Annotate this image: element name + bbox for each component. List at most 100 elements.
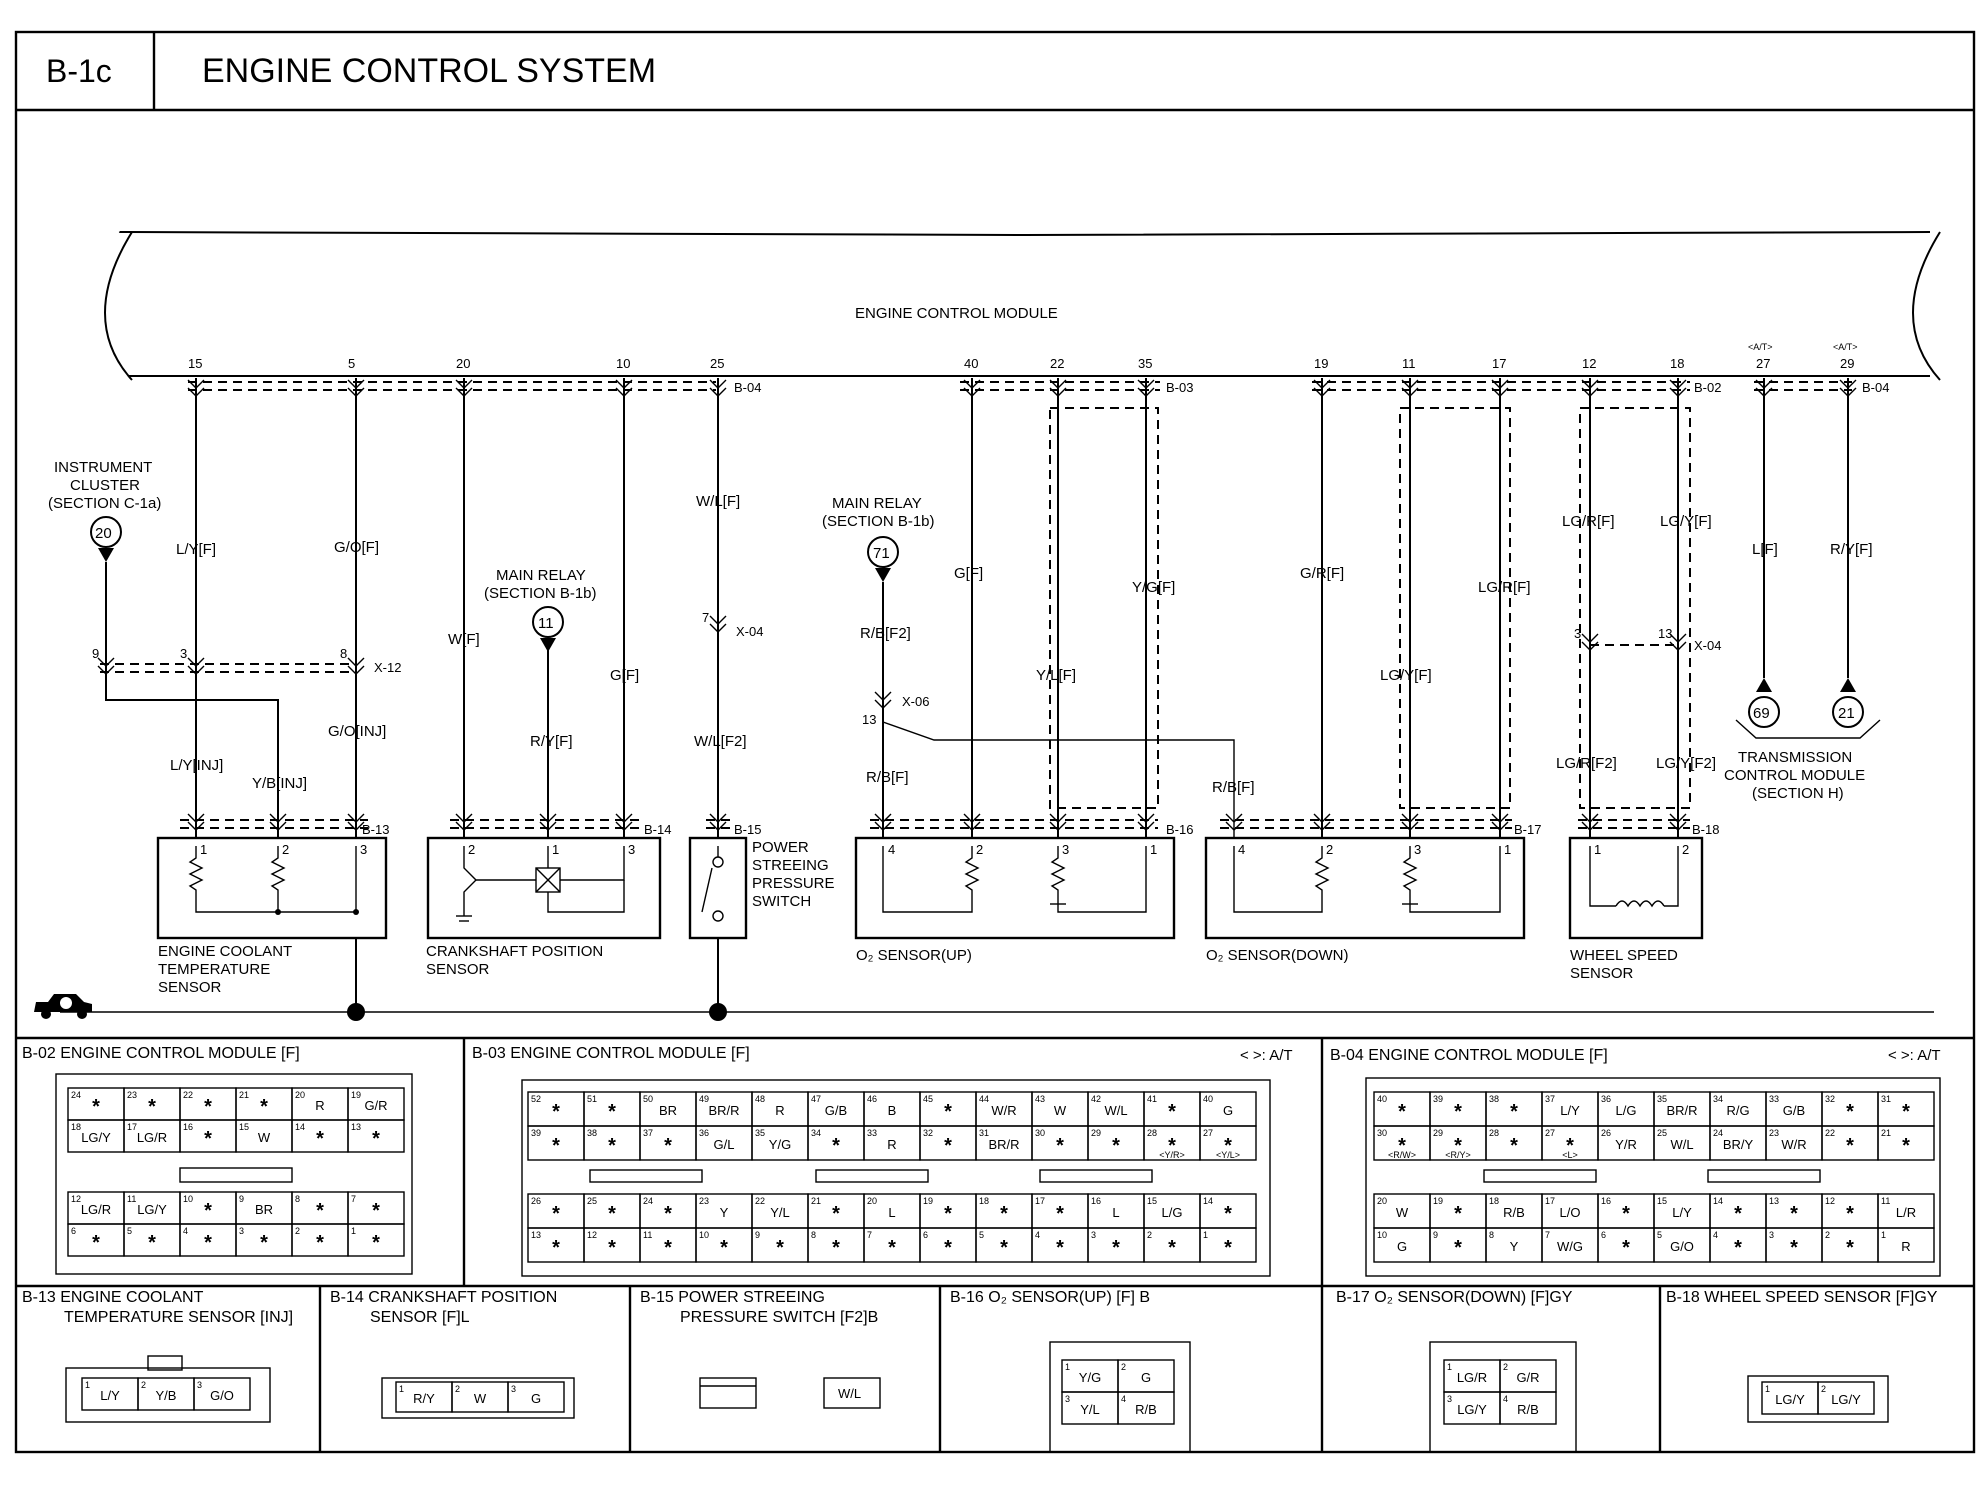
pin-color: Y/G — [1079, 1370, 1101, 1385]
pin-number: 9 — [239, 1194, 244, 1204]
ecm-pin-35: 35 — [1138, 356, 1152, 371]
chevron-24 — [1049, 813, 1067, 831]
ecm-pin-18: 18 — [1670, 356, 1684, 371]
pin-color: G — [1223, 1103, 1233, 1118]
ref-main-relay-a: 11 — [532, 606, 564, 652]
pin-number: 46 — [867, 1094, 877, 1104]
chevron-1 — [347, 379, 365, 397]
svg-text:1: 1 — [200, 842, 207, 857]
ecm-pin-11: 11 — [1402, 356, 1416, 371]
pin-number: 30 — [1035, 1128, 1045, 1138]
b16-housing — [1049, 1341, 1191, 1453]
ground-splice-a — [347, 1003, 365, 1021]
section-id: B-1c — [46, 53, 112, 89]
pin-number: 39 — [1433, 1094, 1443, 1104]
svg-text:G[F]: G[F] — [610, 667, 639, 684]
chevron-4 — [709, 379, 727, 397]
pin-number: 20 — [867, 1196, 877, 1206]
pin-color: G/R — [1516, 1370, 1539, 1385]
pin-number: 24 — [1713, 1128, 1723, 1138]
pin-color: * — [1000, 1203, 1008, 1225]
pin-color-at: <L> — [1562, 1150, 1578, 1160]
pin-number: 4 — [183, 1226, 188, 1236]
pin-number: 12 — [587, 1230, 597, 1240]
pin-color: BR/R — [988, 1137, 1019, 1152]
chevron-2 — [455, 379, 473, 397]
pin-number: 3 — [1065, 1394, 1070, 1404]
pin-color: * — [1454, 1101, 1462, 1123]
b14-housing — [381, 1377, 575, 1419]
b16-title: B-16 O₂ SENSOR(UP) [F] B — [950, 1289, 1150, 1306]
pin-number: 16 — [1601, 1196, 1611, 1206]
pin-number: 5 — [1657, 1230, 1662, 1240]
svg-text:13: 13 — [862, 712, 876, 727]
pin-color: * — [1056, 1135, 1064, 1157]
pin-color: * — [1454, 1203, 1462, 1225]
pin-color: LG/Y — [1775, 1392, 1805, 1407]
pin-color: * — [944, 1203, 952, 1225]
svg-text:X-04: X-04 — [736, 624, 763, 639]
pin-color: * — [664, 1135, 672, 1157]
pin-number: 6 — [71, 1226, 76, 1236]
svg-text:3: 3 — [1574, 626, 1581, 641]
ect-label1: ENGINE COOLANT — [158, 943, 292, 960]
pin-number: 37 — [643, 1128, 653, 1138]
at-note-27: <A/T> — [1748, 342, 1773, 352]
chevron-7 — [1137, 379, 1155, 397]
pin-number: 22 — [1825, 1128, 1835, 1138]
pin-color: * — [92, 1096, 100, 1118]
pin-number: 32 — [923, 1128, 933, 1138]
pin-color: * — [552, 1135, 560, 1157]
o2-down-label: O₂ SENSOR(DOWN) — [1206, 947, 1349, 964]
psp-switch — [688, 836, 748, 940]
psp-label3: PRESSURE — [752, 875, 835, 892]
ect-label3: SENSOR — [158, 979, 222, 996]
pin-color: * — [204, 1200, 212, 1222]
pin-color: * — [832, 1237, 840, 1259]
vehicle-ground-icon — [34, 994, 92, 1019]
pin-color: * — [832, 1203, 840, 1225]
pin-color: LG/Y — [137, 1202, 167, 1217]
chevron-35 — [709, 615, 727, 633]
pin-color: W/L — [1670, 1137, 1693, 1152]
pin-number: 3 — [1447, 1394, 1452, 1404]
pin-number: 14 — [1203, 1196, 1213, 1206]
svg-text:2: 2 — [468, 842, 475, 857]
o2-down-conn-label: B-17 — [1514, 822, 1541, 837]
chevron-8 — [1313, 379, 1331, 397]
pin-number: 1 — [1447, 1362, 1452, 1372]
b04-top: 40*39*38*37L/Y36L/G35BR/R34R/G33G/B32*31… — [1373, 1091, 1935, 1161]
pin-number: 4 — [1121, 1394, 1126, 1404]
pin-color: W/L — [1104, 1103, 1127, 1118]
pin-color: BR/Y — [1723, 1137, 1754, 1152]
pin-number: 40 — [1203, 1094, 1213, 1104]
pin-color: * — [1224, 1237, 1232, 1259]
chevron-25 — [1137, 813, 1155, 831]
pin-number: 8 — [1489, 1230, 1494, 1240]
pin-number: 25 — [1657, 1128, 1667, 1138]
pin-color: * — [1224, 1203, 1232, 1225]
pin-color: * — [1510, 1135, 1518, 1157]
b03-top: 52*51*50BR49BR/R48R47G/B46B45*44W/R43W42… — [527, 1091, 1257, 1161]
o2-up-sensor: 4 2 3 1 — [854, 836, 1176, 940]
pin-number: 7 — [1545, 1230, 1550, 1240]
pin-color: LG/Y — [1831, 1392, 1861, 1407]
svg-text:3: 3 — [628, 842, 635, 857]
pin-number: 2 — [1121, 1362, 1126, 1372]
pin-color: L/G — [1616, 1103, 1637, 1118]
pin-number: 2 — [1147, 1230, 1152, 1240]
pin-color: * — [664, 1203, 672, 1225]
pin-color: BR/R — [708, 1103, 739, 1118]
pin-number: 15 — [1147, 1196, 1157, 1206]
pin-number: 22 — [183, 1090, 193, 1100]
pin-number: 38 — [1489, 1094, 1499, 1104]
pin-color: * — [1112, 1135, 1120, 1157]
psp-label2: STREEING — [752, 857, 829, 874]
psp-conn-label: B-15 — [734, 822, 761, 837]
ref-instrument-cluster: 20 — [90, 516, 122, 562]
svg-text:2: 2 — [976, 842, 983, 857]
pin-color: * — [372, 1232, 380, 1254]
pin-color: * — [608, 1237, 616, 1259]
